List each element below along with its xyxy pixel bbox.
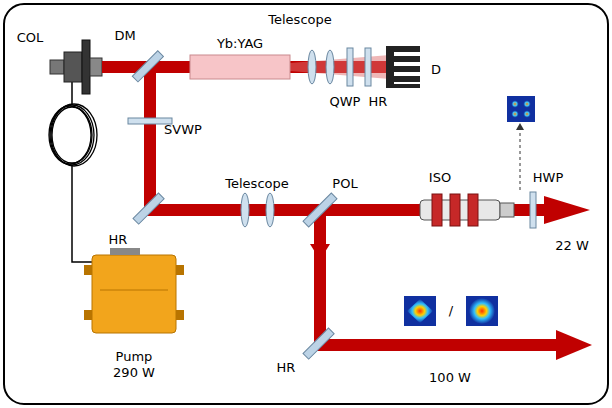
- part-label: Telescope: [225, 176, 288, 192]
- mode-image: [507, 96, 535, 122]
- drawing-part: [523, 110, 531, 118]
- part-label: HWP: [533, 170, 563, 186]
- beam-expanded: [290, 55, 390, 79]
- drawing-part: [64, 52, 82, 82]
- drawing-part: [49, 106, 91, 164]
- part-label: ISO: [429, 170, 451, 186]
- leader-line: [520, 128, 521, 190]
- drawing-part: [511, 100, 519, 108]
- drawing-part: [450, 194, 460, 226]
- arrowhead: [516, 123, 524, 130]
- drawing-part: [51, 104, 97, 166]
- part-label: Yb:YAG: [217, 36, 263, 52]
- drawing-part: [310, 244, 330, 260]
- drawing-part: [468, 194, 478, 226]
- drawing-part: [469, 298, 495, 324]
- telescope-lenses: [241, 50, 334, 227]
- drawing-part: [308, 50, 316, 84]
- drawing-part: [392, 84, 420, 88]
- dichroic-mirror: [132, 51, 163, 82]
- part-label: HR: [369, 94, 388, 110]
- drawing-part: [90, 58, 102, 76]
- drawing-part: [241, 193, 249, 227]
- drawing-part: [176, 265, 184, 275]
- beam-profile: [404, 296, 498, 326]
- isolator: [420, 194, 514, 226]
- drawing-part: [144, 67, 156, 216]
- drawing-part: [544, 196, 590, 224]
- drawing-part: [84, 310, 92, 320]
- drawing-part: [52, 107, 92, 163]
- part-label: DM: [114, 28, 135, 44]
- drawing-part: [110, 248, 140, 255]
- drawing-part: [266, 193, 274, 227]
- part-label: /: [449, 303, 453, 319]
- drawing-part: [507, 96, 535, 122]
- part-label: HR: [109, 232, 128, 248]
- part-label: 22 W: [555, 238, 589, 254]
- beam-dump: [386, 46, 420, 88]
- drawing-part: [407, 299, 433, 323]
- part-label: POL: [332, 176, 357, 192]
- part-label: Pump 290 W: [108, 349, 160, 380]
- drawing-part: [82, 40, 90, 94]
- drawing-part: [314, 210, 326, 351]
- drawing-part: [392, 66, 420, 72]
- fiber-coil: [49, 104, 97, 166]
- drawing-part: [392, 46, 420, 52]
- frame: [4, 4, 608, 404]
- drawing-part: [314, 339, 558, 351]
- drawing-part: [556, 330, 592, 360]
- hwp-plate: [530, 192, 536, 228]
- drawing-part: [92, 255, 176, 333]
- drawing-part: [432, 194, 442, 226]
- drawing-part: [326, 50, 334, 84]
- hr-mirror: [133, 193, 164, 224]
- drawing-part: [523, 100, 531, 108]
- drawing-part: [50, 60, 64, 74]
- pump-laser: [84, 248, 184, 333]
- part-label: D: [431, 62, 441, 78]
- drawing-part: [176, 310, 184, 320]
- part-label: COL: [17, 30, 44, 46]
- drawing-part: [84, 265, 92, 275]
- drawing-part: [466, 296, 498, 326]
- qwp-plate: [347, 48, 353, 86]
- drawing-part: [392, 56, 420, 62]
- drawing-part: [404, 296, 436, 326]
- polarizer: [303, 193, 337, 227]
- drawing-part: [511, 110, 519, 118]
- part-label: SVWP: [164, 122, 202, 138]
- part-label: QWP: [330, 94, 361, 110]
- collimator: [50, 40, 102, 94]
- part-label: 100 W: [429, 370, 471, 386]
- hr-mirror: [365, 48, 371, 86]
- drawing-part: [500, 203, 514, 217]
- drawing-part: [392, 76, 420, 82]
- drawing-part: [100, 290, 168, 291]
- part-label: HR: [277, 360, 296, 376]
- ybyag-crystal: [190, 55, 290, 79]
- part-label: Telescope: [268, 12, 331, 28]
- hr-mirror: [303, 328, 334, 359]
